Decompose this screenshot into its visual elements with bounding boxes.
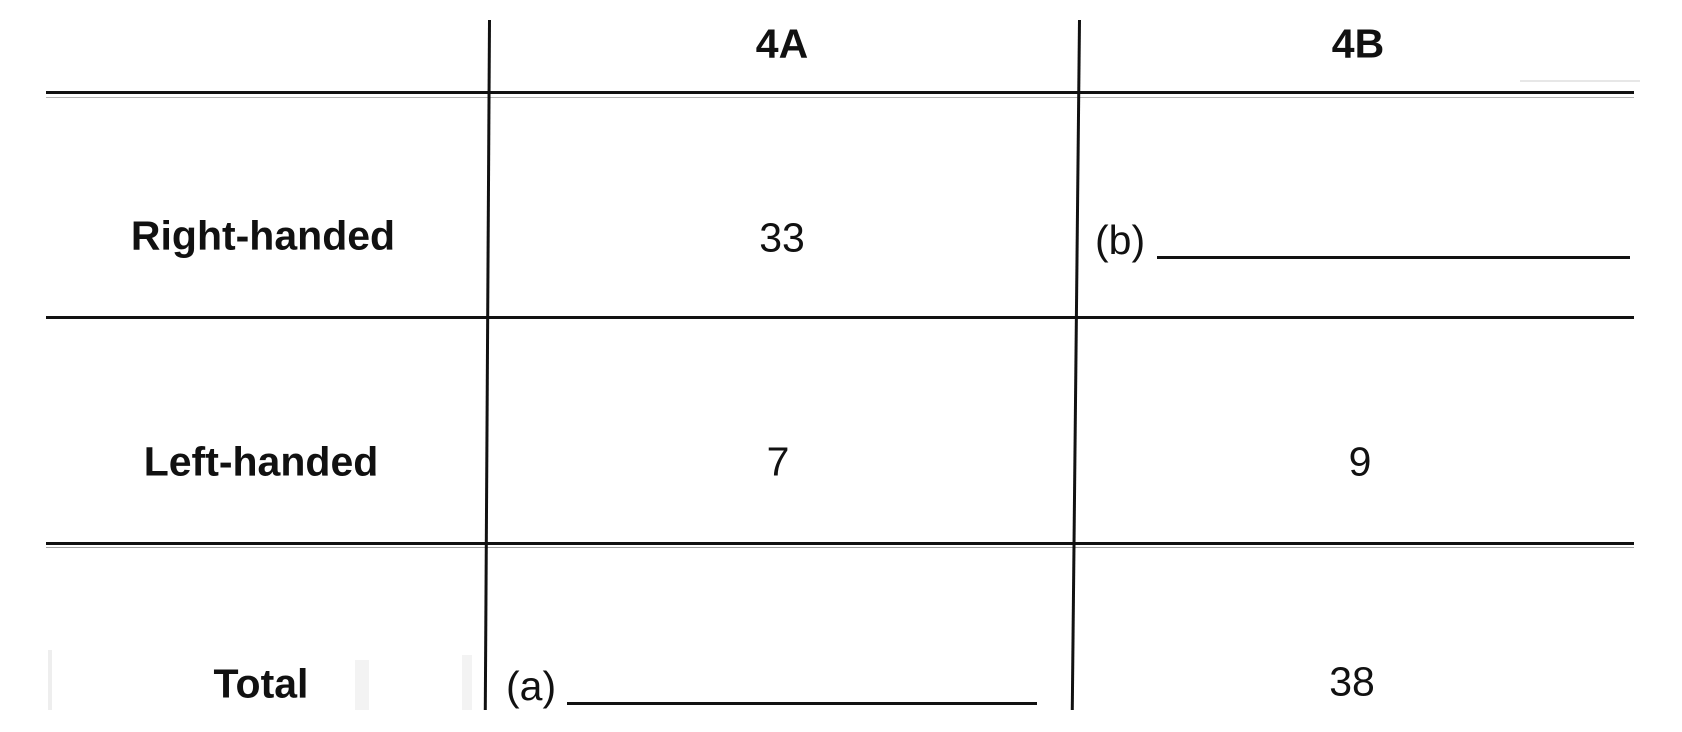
answer-blank-a[interactable]	[567, 702, 1037, 705]
cell-right-handed-4a: 33	[759, 214, 805, 261]
scan-speck	[48, 650, 52, 710]
blank-label-b: (b)	[1095, 217, 1146, 263]
column-header-4b: 4B	[1331, 20, 1385, 67]
row-divider-line-2	[46, 542, 1634, 545]
row-divider-line-1	[46, 316, 1634, 319]
scan-speck	[462, 655, 472, 710]
cell-total-4b: 38	[1329, 658, 1375, 705]
scan-speck	[355, 660, 369, 710]
cell-left-handed-4b: 9	[1348, 438, 1372, 485]
blank-label-a: (a)	[506, 663, 557, 709]
cell-left-handed-4a: 7	[766, 438, 790, 485]
answer-blank-b[interactable]	[1157, 256, 1630, 259]
row-label-left-handed: Left-handed	[143, 438, 379, 485]
scan-speck	[1520, 80, 1640, 82]
column-header-4a: 4A	[755, 20, 809, 67]
row-label-total: Total	[213, 660, 309, 707]
row-divider-faint-line-2	[46, 547, 1634, 548]
row-label-right-handed: Right-handed	[130, 212, 396, 259]
header-divider-faint-line	[46, 97, 1634, 98]
column-divider-line-1	[483, 20, 491, 711]
column-divider-line-2	[1070, 20, 1081, 710]
header-divider-line	[46, 91, 1634, 94]
